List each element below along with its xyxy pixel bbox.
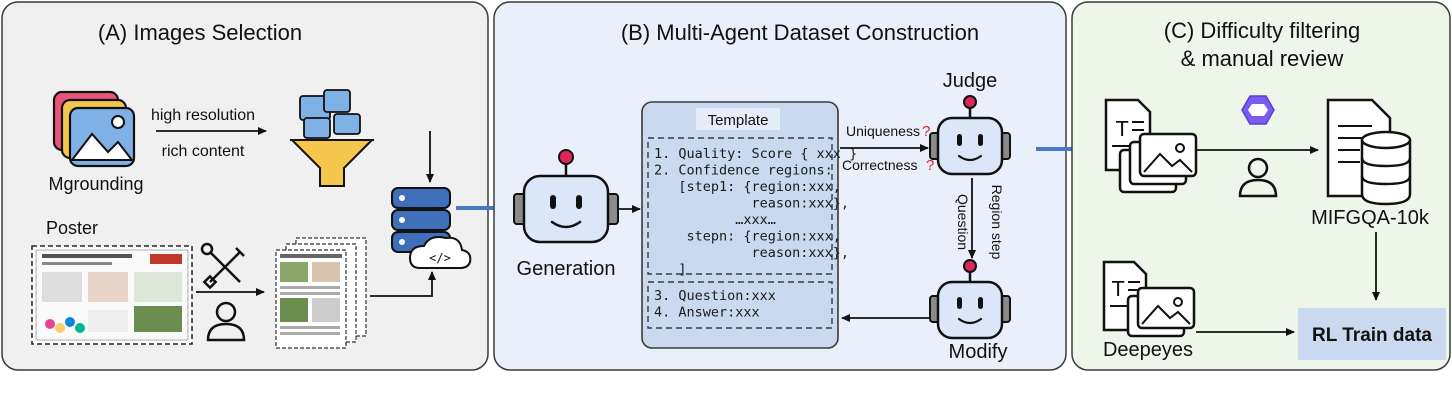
panel-c-title-line2: & manual review (1181, 46, 1344, 71)
template-top-line: 2. Confidence regions: (654, 163, 833, 179)
template-top-line: ] (654, 262, 687, 278)
arrow-label-rich-content: rich content (162, 143, 245, 160)
database-cloud-icon: </> (391, 187, 472, 269)
template-title-tab (696, 108, 780, 130)
correctness-label: Correctness (842, 157, 917, 173)
correctness-qmark: ? (926, 157, 934, 174)
question-label: Question (955, 194, 971, 250)
region-step-label: Region step (989, 185, 1005, 260)
deepeyes-icon: T (1102, 260, 1196, 338)
svg-text:</>: </> (429, 251, 451, 265)
generation-robot-icon (513, 149, 619, 244)
mgrounding-label: Mgrounding (48, 174, 143, 194)
tools-icon (200, 242, 245, 290)
svg-text:T: T (1111, 277, 1125, 301)
modify-label: Modify (949, 341, 1008, 363)
arrow-docs-to-database (370, 271, 436, 297)
rl-train-box (1298, 308, 1446, 360)
uniqueness-qmark: ? (922, 123, 930, 140)
template-bottom-line: 3. Question:xxx (654, 288, 776, 304)
template-top-line: stepn: {region:xxx, (654, 229, 841, 245)
person-icon (206, 301, 246, 342)
panel-b: (B) Multi-Agent Dataset Construction Gen… (493, 1, 1067, 371)
panel-c: (C) Difficulty filtering & manual review… (1071, 1, 1451, 371)
judge-label: Judge (943, 70, 998, 92)
modify-robot-icon (929, 259, 1011, 340)
judge-robot-icon (929, 95, 1011, 176)
template-bottom-line: 4. Answer:xxx (654, 305, 760, 321)
template-title: Template (708, 112, 769, 129)
template-top-line: 1. Quality: Score { xxx } (654, 146, 857, 162)
mifgqa-label: MIFGQA-10k (1311, 207, 1430, 229)
generation-label: Generation (517, 258, 616, 280)
panel-a-title: (A) Images Selection (98, 20, 302, 45)
template-top-line: reason:xxx}, (654, 245, 849, 261)
panel-a: (A) Images Selection Mgrounding high res… (1, 1, 489, 371)
stacked-images-icon (52, 90, 136, 168)
template-top-line: [step1: {region:xxx, (654, 179, 841, 195)
document-pages-icon (275, 237, 367, 349)
template-box: Template 1. Quality: Score { xxx }2. Con… (641, 101, 857, 349)
funnel-filter-icon (289, 89, 375, 187)
deepeyes-label: Deepeyes (1103, 339, 1193, 361)
dataset-database-icon (1326, 98, 1412, 206)
text-image-stack-icon: T (1104, 98, 1198, 194)
poster-image (31, 245, 193, 345)
uniqueness-label: Uniqueness (846, 123, 920, 139)
reviewer-person-icon (1238, 157, 1278, 198)
rl-train-label: RL Train data (1312, 325, 1432, 346)
template-top-line: …xxx… (654, 212, 776, 228)
template-top-line: reason:xxx}, (654, 196, 849, 212)
panel-c-title-line1: (C) Difficulty filtering (1164, 18, 1360, 43)
poster-label: Poster (46, 218, 98, 238)
model-logo-icon (1241, 95, 1275, 125)
svg-text:T: T (1115, 117, 1129, 141)
arrow-label-high-resolution: high resolution (151, 107, 255, 124)
panel-c-background (1071, 1, 1451, 371)
panel-b-title: (B) Multi-Agent Dataset Construction (621, 20, 979, 45)
